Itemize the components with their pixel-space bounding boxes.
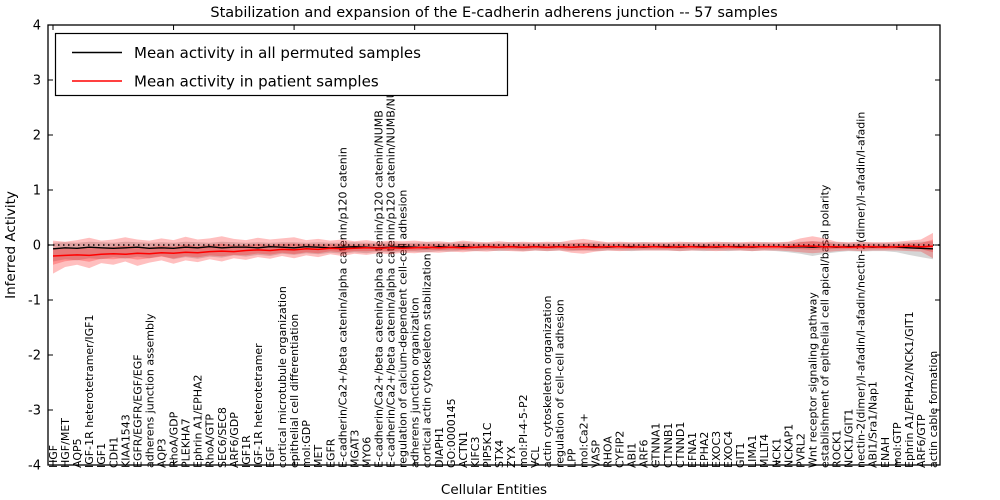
entity-label: IGF-1R heterotetramer bbox=[252, 343, 265, 468]
entity-label: IGF1R bbox=[240, 435, 253, 468]
entity-label: AQP3 bbox=[156, 438, 169, 468]
y-tick-label: -3 bbox=[28, 404, 41, 419]
entity-label: establishment of epithelial cell apical/… bbox=[819, 184, 832, 468]
y-axis-label: Inferred Activity bbox=[3, 191, 19, 299]
entity-label: cortical actin cytoskeleton stabilizatio… bbox=[421, 253, 434, 468]
entity-label: adherens junction organization bbox=[409, 297, 422, 468]
entity-label: cortical microtubule organization bbox=[276, 286, 289, 468]
entity-label: SEC6/SEC8 bbox=[216, 407, 229, 468]
entity-label: EXOC4 bbox=[722, 431, 735, 468]
y-tick-label: 4 bbox=[33, 19, 41, 34]
entity-label: HGF bbox=[47, 445, 60, 468]
entity-label: KIAA1543 bbox=[119, 414, 132, 468]
entity-label: ARF6/GDP bbox=[228, 412, 241, 468]
entity-label: GO:0000145 bbox=[445, 398, 458, 468]
entity-label: CYFIP2 bbox=[614, 431, 627, 468]
entity-label: mol:GTP bbox=[891, 422, 904, 468]
y-tick-label: 3 bbox=[33, 74, 41, 89]
axes-frame: 4 3 2 1 0 -1 -2 -3 -4 bbox=[28, 19, 941, 474]
entity-label: IGF1 bbox=[95, 443, 108, 468]
entity-label: VASP bbox=[590, 440, 603, 468]
entity-label: PVRL2 bbox=[794, 433, 807, 468]
entity-label: ARF6/GTP bbox=[915, 414, 928, 468]
entity-label: KIFC3 bbox=[469, 437, 482, 468]
entity-label: NCK1 bbox=[770, 438, 783, 468]
entity-label: HGF/MET bbox=[59, 418, 72, 468]
entity-label: CTNND1 bbox=[674, 422, 687, 468]
entity-label: regulation of cell-cell adhesion bbox=[553, 299, 566, 468]
entity-label: NCK1/GIT1 bbox=[843, 409, 856, 468]
entity-label: ABI1/Sra1/Nap1 bbox=[867, 381, 880, 468]
entity-label: RHOA bbox=[602, 436, 615, 468]
y-tick-label: -2 bbox=[28, 349, 41, 364]
entity-label: RhoA/GDP bbox=[168, 411, 181, 468]
entity-label: actin cable formation bbox=[927, 351, 940, 468]
entity-label: ENAH bbox=[879, 437, 892, 468]
x-axis-label: Cellular Entities bbox=[441, 482, 547, 498]
entity-label: DIAPH1 bbox=[433, 427, 446, 468]
confidence-bands bbox=[53, 232, 933, 274]
entity-label: MYO6 bbox=[360, 437, 373, 468]
entity-label: E-cadherin/Ca2+/beta catenin/alpha caten… bbox=[336, 147, 349, 468]
entity-label: EPHA2 bbox=[698, 432, 711, 468]
entity-label: CDH1 bbox=[107, 437, 120, 468]
legend-label-permuted: Mean activity in all permuted samples bbox=[134, 44, 421, 62]
y-tick-label: -1 bbox=[28, 294, 41, 309]
legend-label-patient: Mean activity in patient samples bbox=[134, 73, 379, 91]
y-tick-label: -4 bbox=[28, 459, 41, 474]
entity-label: EGF bbox=[264, 446, 277, 468]
entity-label: VCL bbox=[529, 446, 542, 468]
y-tick-label: 1 bbox=[33, 184, 41, 199]
entity-label: ARF6 bbox=[638, 440, 651, 469]
entity-label: mol:Ca2+ bbox=[577, 413, 590, 468]
entity-label: MGAT3 bbox=[348, 430, 361, 468]
entity-label: adherens junction assembly bbox=[143, 313, 156, 468]
entity-label: EGFR bbox=[324, 438, 337, 468]
entity-label: ZYX bbox=[505, 446, 518, 468]
series-lines bbox=[48, 244, 940, 257]
legend-box bbox=[54, 32, 509, 97]
patient-band-inner bbox=[53, 239, 933, 265]
entity-label: Ephrin A1/EPHA2 bbox=[192, 374, 205, 468]
entity-label: CTNNB1 bbox=[662, 423, 675, 468]
entity-label: RhoA/GTP bbox=[204, 414, 217, 468]
entity-label: MET bbox=[312, 445, 325, 468]
entity-label: E-cadherin/Ca2+/beta catenin/alpha caten… bbox=[385, 66, 398, 468]
entity-label: LPP bbox=[565, 448, 578, 468]
legend: Mean activity in all permuted samples Me… bbox=[54, 32, 509, 97]
entity-label: PLEKHA7 bbox=[180, 418, 193, 468]
chart-title: Stabilization and expansion of the E-cad… bbox=[210, 5, 777, 21]
entity-label: mol:GDP bbox=[300, 420, 313, 468]
entity-label: EXOC3 bbox=[710, 431, 723, 468]
entity-label: ACTN1 bbox=[457, 431, 470, 468]
entity-label: PIP5K1C bbox=[481, 422, 494, 468]
y-tick-label: 0 bbox=[33, 239, 41, 254]
entity-label: NCKAP1 bbox=[782, 424, 795, 468]
patient-band-outer bbox=[53, 232, 933, 274]
entity-label: EFNA1 bbox=[686, 432, 699, 468]
entity-label: MLLT4 bbox=[758, 434, 771, 468]
entity-label: mol:PI-4-5-P2 bbox=[517, 394, 530, 468]
entity-label: actin cytoskeleton organization bbox=[541, 296, 554, 468]
entity-label: E-cadherin/Ca2+/beta catenin/alpha caten… bbox=[373, 110, 386, 468]
entity-label: epithelial cell differentiation bbox=[288, 314, 301, 468]
entity-label: LIMA1 bbox=[746, 435, 759, 468]
entity-label: Ephrin A1/EPHA2/NCK1/GIT1 bbox=[903, 311, 916, 468]
entity-label: Wnt receptor signaling pathway bbox=[807, 292, 820, 468]
patient-mean-line bbox=[52, 245, 934, 257]
entity-label: AQP5 bbox=[71, 438, 84, 468]
entity-label: nectin-2(dimer)/I-afadin/I-afadin/nectin… bbox=[855, 112, 868, 468]
entity-label: EGFR/EGFR/EGF/EGF bbox=[131, 354, 144, 468]
entity-label: regulation of calcium-dependent cell-cel… bbox=[397, 190, 410, 468]
y-tick-label: 2 bbox=[33, 129, 41, 144]
entity-label: STX4 bbox=[493, 440, 506, 468]
entity-label: CTNNA1 bbox=[650, 423, 663, 468]
entity-label: IGF-1R heterotetramer/IGF1 bbox=[83, 315, 96, 469]
entity-label: ABI1 bbox=[626, 443, 639, 468]
entity-label: ROCK1 bbox=[831, 430, 844, 468]
entity-label: GIT1 bbox=[734, 443, 747, 469]
